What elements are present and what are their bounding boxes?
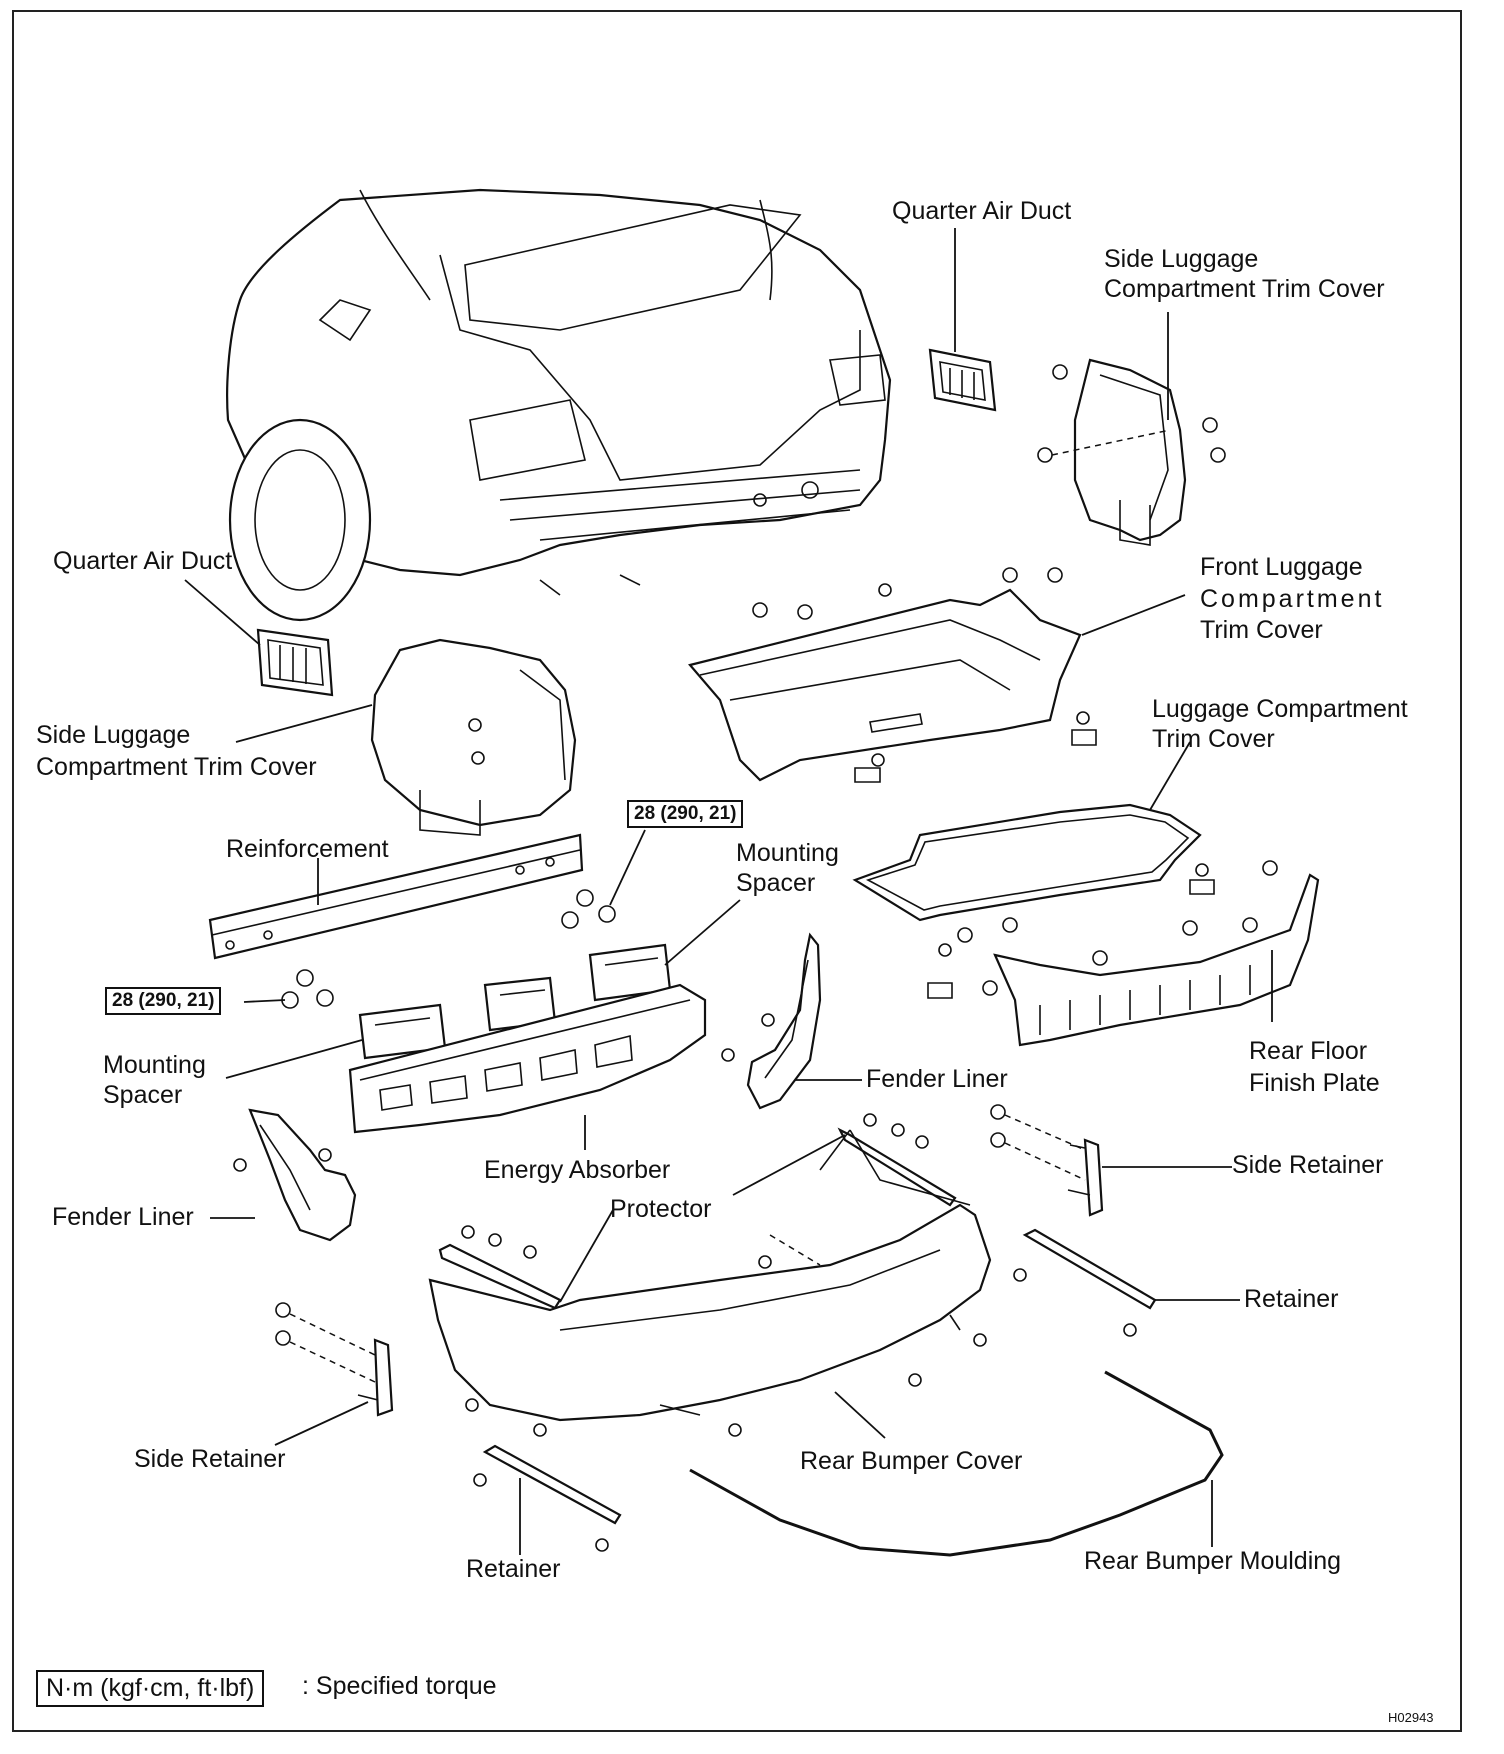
retainer-right-part [758,1228,1157,1347]
label-rear-bumper-moulding: Rear Bumper Moulding [1084,1547,1342,1575]
torque-spec-upper: 28 (290, 21) [627,800,744,828]
label-retainer-right: Retainer [1244,1285,1339,1313]
label-side-trim-right-line1: Side Luggage [1104,245,1259,273]
label-mounting-spacer-right-line2: Spacer [736,869,816,897]
fender-liner-left-part [233,1108,357,1242]
legend-description: : Specified torque [302,1672,497,1700]
label-mounting-spacer-left-line2: Spacer [103,1081,183,1109]
mounting-nuts [281,889,616,1009]
fender-liner-right-part [721,932,822,1110]
protector-part [438,1113,957,1310]
side-trim-cover-right-part [1037,358,1226,546]
diagram-frame [12,10,1462,1732]
leader-lines [184,228,1273,1555]
mounting-spacer-parts [358,943,672,1060]
legend-unit-box: N·m (kgf·cm, ft·lbf) [36,1670,265,1707]
label-reinforcement: Reinforcement [226,835,389,863]
label-front-trim-line2: Compartment [1200,585,1385,613]
label-retainer-bottom: Retainer [466,1555,561,1583]
label-protector: Protector [610,1195,712,1223]
label-mounting-spacer-right-line1: Mounting [736,839,839,867]
reinforcement-part [208,833,584,960]
torque-spec-left: 28 (290, 21) [105,987,222,1015]
label-quarter-air-duct-right: Quarter Air Duct [892,197,1072,225]
label-side-retainer-left: Side Retainer [134,1445,286,1473]
label-rear-bumper-cover: Rear Bumper Cover [800,1447,1023,1475]
label-side-retainer-right: Side Retainer [1232,1151,1384,1179]
rear-bumper-cover-part [428,1129,992,1422]
label-rear-floor-line2: Finish Plate [1249,1069,1380,1097]
rear-bumper-moulding-part [689,1370,1224,1557]
side-retainer-right-part [990,1104,1104,1217]
label-front-trim-line1: Front Luggage [1200,553,1363,581]
label-front-trim-line3: Trim Cover [1200,616,1323,644]
label-luggage-trim-line1: Luggage Compartment [1152,695,1408,723]
label-side-trim-left-line1: Side Luggage [36,721,191,749]
quarter-air-duct-right-part [928,348,997,412]
label-quarter-air-duct-left: Quarter Air Duct [53,547,233,575]
label-mounting-spacer-left-line1: Mounting [103,1051,206,1079]
vehicle-body-rear [226,188,892,622]
label-energy-absorber: Energy Absorber [484,1156,671,1184]
quarter-air-duct-left-part [256,628,334,697]
figure-id: H02943 [1388,1710,1434,1725]
rear-floor-finish-plate-part [927,860,1320,1047]
label-side-trim-left-line2: Compartment Trim Cover [36,753,317,781]
side-trim-cover-left-part [370,638,577,836]
label-side-trim-right-line2: Compartment Trim Cover [1104,275,1385,303]
label-luggage-trim-line2: Trim Cover [1152,725,1275,753]
retainer-bottom-part [465,1373,922,1552]
side-retainer-left-part [275,1302,394,1417]
luggage-trim-cover-part [852,803,1202,922]
label-fender-liner-right: Fender Liner [866,1065,1008,1093]
label-fender-liner-left: Fender Liner [52,1203,194,1231]
label-rear-floor-line1: Rear Floor [1249,1037,1368,1065]
energy-absorber-part [348,983,707,1134]
front-trim-cover-part [688,567,1097,783]
